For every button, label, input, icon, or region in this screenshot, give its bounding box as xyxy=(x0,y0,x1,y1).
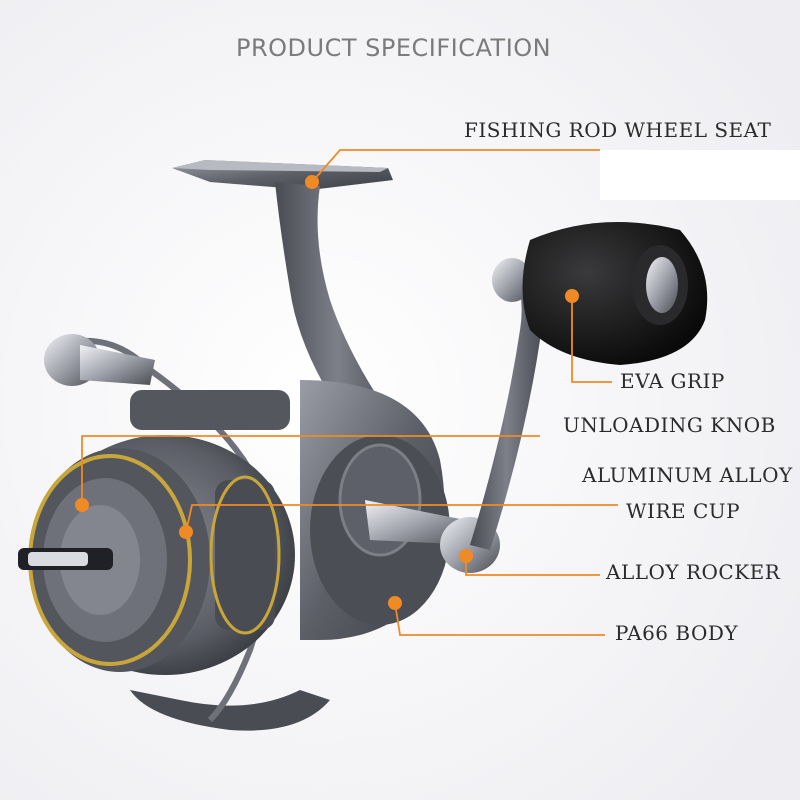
rod-wheel-seat xyxy=(172,160,400,440)
leader-knob xyxy=(81,435,540,505)
dot-rocker xyxy=(459,549,473,563)
handle-rocker xyxy=(365,258,544,573)
label-aluminum-alloy: ALUMINUM ALLOY xyxy=(582,463,793,487)
leader-seat xyxy=(311,149,600,183)
dot-seat xyxy=(305,175,319,189)
leader-lines xyxy=(81,149,618,636)
dot-body xyxy=(388,596,402,610)
spool xyxy=(18,435,295,675)
dot-knob xyxy=(75,498,89,512)
label-fishing-rod-wheel-seat: FISHING ROD WHEEL SEAT xyxy=(464,118,772,142)
label-eva-grip: EVA GRIP xyxy=(620,369,725,393)
leader-cup xyxy=(185,504,618,533)
callout-dots xyxy=(75,175,579,610)
dot-eva xyxy=(565,289,579,303)
label-wire-cup: WIRE CUP xyxy=(626,499,741,523)
label-pa66-body: PA66 BODY xyxy=(615,621,739,645)
label-unloading-knob: UNLOADING KNOB xyxy=(563,413,776,437)
dot-cup xyxy=(179,525,193,539)
eva-grip xyxy=(522,222,708,365)
label-backing xyxy=(600,150,800,200)
label-alloy-rocker: ALLOY ROCKER xyxy=(606,560,781,584)
page-title: PRODUCT SPECIFICATION xyxy=(236,34,552,62)
leader-body xyxy=(394,602,605,636)
leader-eva xyxy=(571,296,612,383)
